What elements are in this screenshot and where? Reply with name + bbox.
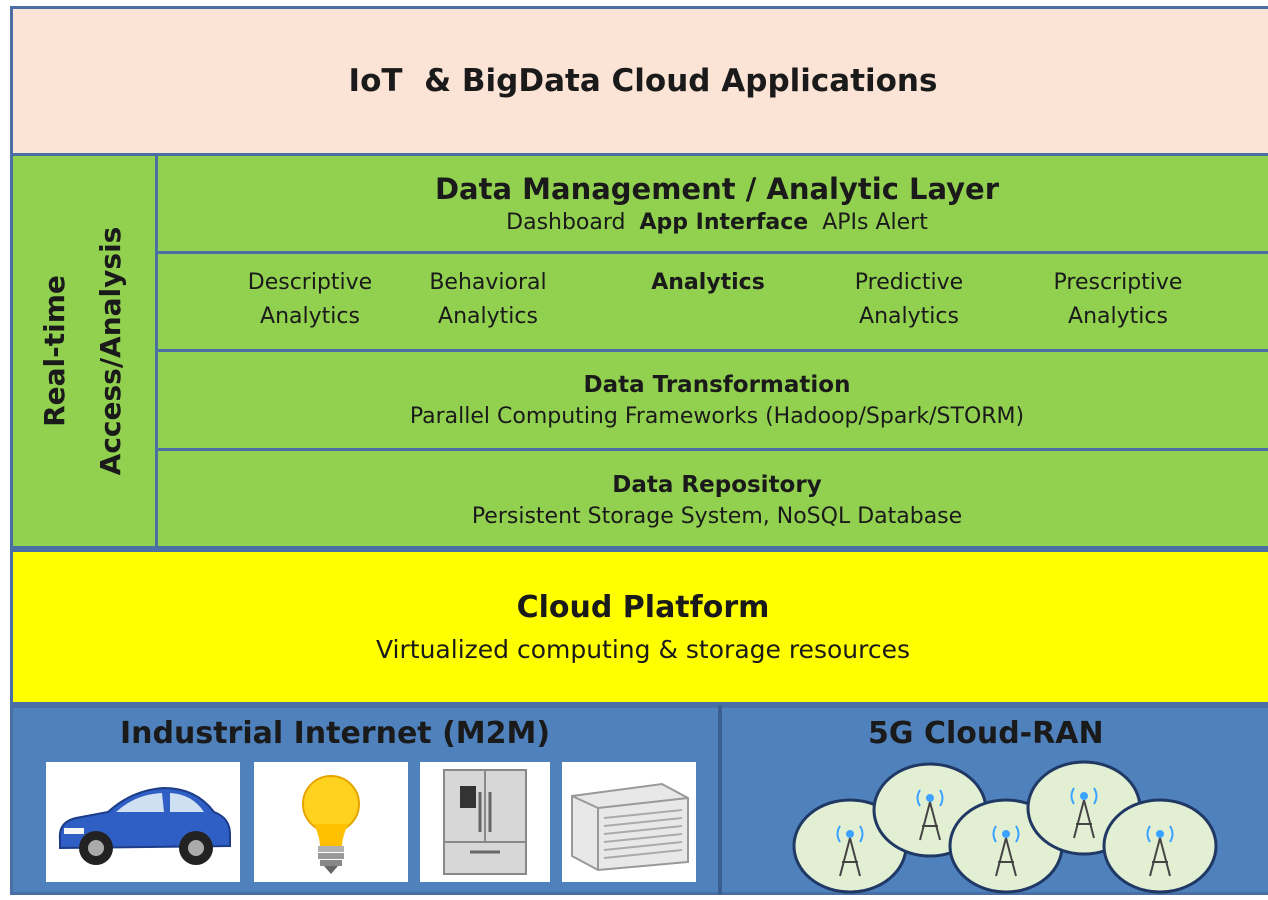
applications-layer: IoT & BigData Cloud Applications	[10, 6, 1268, 156]
data-transformation-subtitle: Parallel Computing Frameworks (Hadoop/Sp…	[409, 403, 1025, 429]
light-bulb-icon	[254, 762, 408, 882]
predictive-line1: Predictive	[854, 270, 964, 295]
cell-tower-icon	[992, 825, 1020, 877]
data-management-row: Data Management / Analytic Layer Dashboa…	[158, 156, 1268, 254]
descriptive-line1: Descriptive	[247, 270, 373, 295]
analytics-center-label: Analytics	[651, 270, 765, 295]
ran-cell-5	[1100, 796, 1220, 900]
cell-tower-icon	[1146, 825, 1174, 877]
predictive-line2: Analytics	[859, 304, 959, 329]
cloud-platform-layer: Cloud Platform Virtualized computing & s…	[10, 549, 1268, 705]
cell-tower-icon	[916, 789, 944, 841]
cell-tower-icon	[836, 825, 864, 877]
realtime-label-line2: Access/Analysis	[93, 226, 127, 476]
data-repository-subtitle: Persistent Storage System, NoSQL Databas…	[471, 503, 963, 529]
data-transformation-title: Data Transformation	[583, 371, 851, 398]
data-repository-title: Data Repository	[612, 471, 822, 498]
prescriptive-analytics: Prescriptive Analytics	[1028, 266, 1208, 334]
industrial-internet-title: Industrial Internet (M2M)	[120, 716, 551, 751]
cell-tower-icon	[1070, 787, 1098, 839]
data-management-title: Data Management / Analytic Layer	[434, 172, 1000, 206]
apis-alert-label: APIs Alert	[822, 210, 928, 235]
prescriptive-line1: Prescriptive	[1053, 270, 1183, 295]
data-transformation-row: Data Transformation Parallel Computing F…	[158, 352, 1268, 451]
cloud-ran-title: 5G Cloud-RAN	[868, 716, 1104, 751]
behavioral-line1: Behavioral	[429, 270, 547, 295]
cloud-platform-title: Cloud Platform	[516, 590, 770, 625]
realtime-access-label: Real-time Access/Analysis	[27, 227, 139, 476]
cloud-platform-subtitle: Virtualized computing & storage resource…	[376, 635, 910, 664]
predictive-analytics: Predictive Analytics	[824, 266, 994, 334]
applications-title: IoT & BigData Cloud Applications	[348, 63, 938, 99]
data-repository-row: Data Repository Persistent Storage Syste…	[158, 451, 1268, 549]
descriptive-line2: Analytics	[260, 304, 360, 329]
car-icon	[46, 762, 240, 882]
app-interface-line: Dashboard App Interface APIs Alert	[506, 210, 928, 235]
prescriptive-line2: Analytics	[1068, 304, 1168, 329]
realtime-access-column: Real-time Access/Analysis	[10, 153, 158, 549]
app-interface-label: App Interface	[639, 210, 809, 235]
behavioral-analytics: Behavioral Analytics	[408, 266, 568, 334]
dashboard-label: Dashboard	[506, 210, 626, 235]
descriptive-analytics: Descriptive Analytics	[220, 266, 400, 334]
refrigerator-icon	[420, 762, 550, 882]
analytics-row: Descriptive Analytics Behavioral Analyti…	[158, 254, 1268, 352]
air-conditioner-icon	[562, 762, 696, 882]
realtime-label-line1: Real-time	[37, 275, 71, 427]
devices-divider	[718, 705, 722, 895]
behavioral-line2: Analytics	[438, 304, 538, 329]
